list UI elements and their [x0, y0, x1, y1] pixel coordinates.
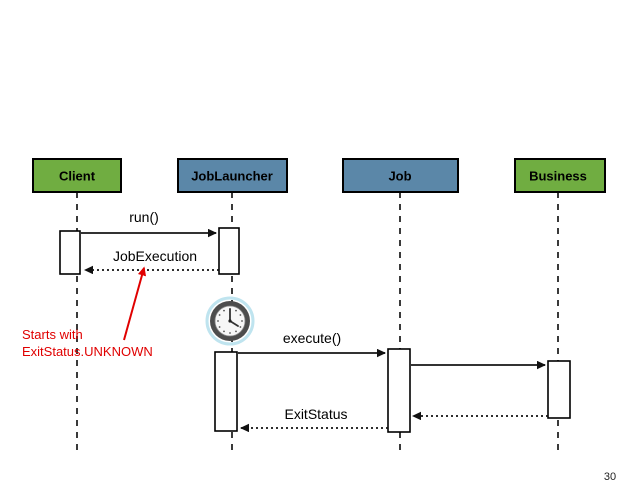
activation-joblauncher-upper[interactable] [218, 227, 240, 275]
clock-icon [205, 296, 255, 346]
message-label-run: run() [129, 209, 159, 225]
activation-client[interactable] [59, 230, 81, 275]
activation-joblauncher-lower[interactable] [214, 351, 238, 432]
page-number: 30 [604, 471, 616, 483]
note-line-1: Starts with [22, 327, 83, 342]
message-execute[interactable]: execute() [237, 330, 386, 358]
participant-job[interactable]: Job [342, 158, 459, 193]
participant-label-joblauncher: JobLauncher [191, 168, 273, 183]
activation-bars-group [59, 227, 571, 433]
message-label-execute: execute() [283, 330, 341, 346]
participant-box-job[interactable] [342, 158, 459, 193]
participant-box-client[interactable] [32, 158, 122, 193]
activation-business[interactable] [547, 360, 571, 419]
message-label-jobexecution: JobExecution [113, 248, 197, 264]
activation-job[interactable] [387, 348, 411, 433]
message-exitstatus[interactable]: ExitStatus [240, 406, 388, 433]
participant-client[interactable]: Client [32, 158, 122, 193]
participant-label-business: Business [529, 168, 587, 183]
note-arrow [123, 266, 147, 341]
participant-label-job: Job [388, 168, 411, 183]
message-run[interactable]: run() [80, 209, 217, 238]
clock-glow [205, 296, 255, 346]
clock-center-pin [228, 319, 232, 323]
participant-label-client: Client [59, 168, 96, 183]
message-label-exitstatus: ExitStatus [284, 406, 347, 422]
participant-box-joblauncher[interactable] [177, 158, 288, 193]
participant-business[interactable]: Business [514, 158, 606, 193]
message-jobexecution[interactable]: JobExecution [84, 248, 219, 275]
participant-joblauncher[interactable]: JobLauncher [177, 158, 288, 193]
starts-with-note: Starts with ExitStatus.UNKNOWN [22, 266, 153, 359]
participant-box-business[interactable] [514, 158, 606, 193]
note-line-2: ExitStatus.UNKNOWN [22, 344, 153, 359]
